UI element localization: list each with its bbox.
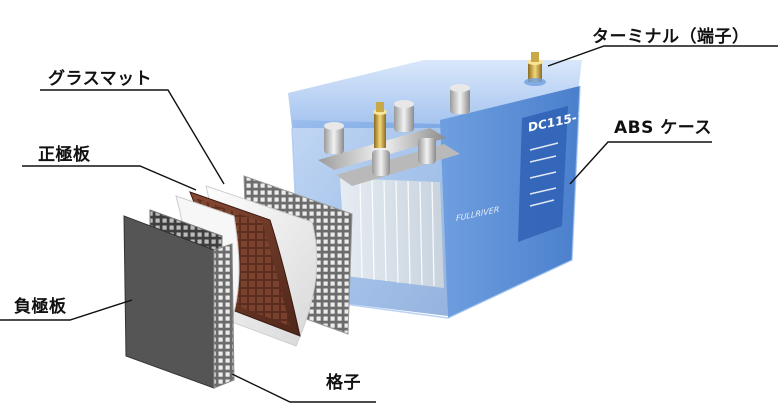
label-positive-plate: 正極板 bbox=[38, 140, 91, 165]
label-glass-mat: グラスマット bbox=[48, 64, 152, 89]
label-terminal: ターミナル（端子） bbox=[592, 22, 750, 47]
label-grid: 格子 bbox=[326, 368, 361, 393]
leader-positive-plate bbox=[22, 166, 196, 190]
leader-abs-case bbox=[570, 142, 712, 184]
leader-glass-mat bbox=[40, 90, 224, 184]
leader-terminal bbox=[548, 46, 778, 66]
label-abs-case: ABS ケース bbox=[614, 113, 712, 138]
label-negative-plate: 負極板 bbox=[14, 292, 67, 317]
